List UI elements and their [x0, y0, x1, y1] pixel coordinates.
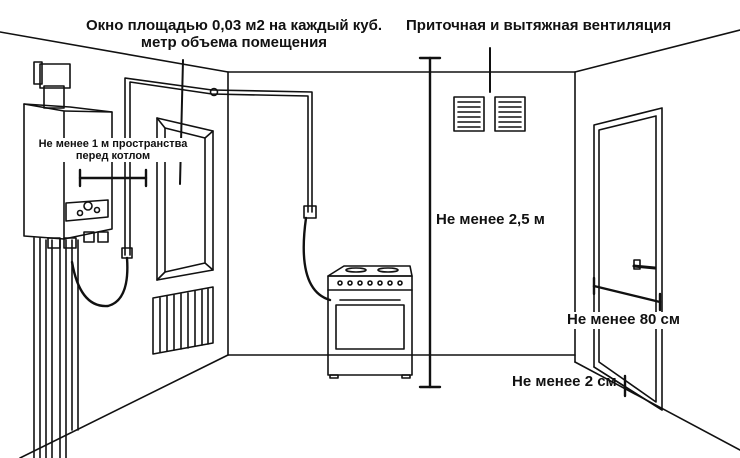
vent-right: [494, 96, 526, 132]
height-dimension: [418, 56, 442, 389]
space-label-line2: перед котлом: [75, 150, 151, 163]
door: [593, 107, 663, 411]
door-width-dimension: [592, 276, 662, 312]
vent-left: [453, 96, 485, 132]
door-gap-label: Не менее 2 см: [512, 373, 617, 390]
ventilation-label: Приточная и вытяжная вентиляция: [406, 17, 672, 34]
window-pointer: [179, 59, 184, 185]
boiler: [23, 61, 113, 458]
room-walls: [0, 29, 740, 458]
window-label-line2: метр объема помещения: [140, 33, 328, 51]
space-label-line1: Не менее 1 м пространства: [38, 138, 188, 150]
window-area-label: Окно площадью 0,03 м2 на каждый куб. мет…: [86, 17, 383, 51]
window: [156, 117, 214, 281]
window-label-line1: Окно площадью 0,03 м2 на каждый куб.: [86, 17, 383, 34]
radiator: [152, 286, 214, 355]
height-label: Не менее 2,5 м: [436, 211, 545, 229]
gas-stove: [327, 265, 413, 379]
boiler-space-label: Не менее 1 м пространства перед котлом: [38, 138, 188, 163]
door-width-label: Не менее 80 см: [567, 311, 680, 329]
boiler-space-arrow: [78, 168, 148, 188]
